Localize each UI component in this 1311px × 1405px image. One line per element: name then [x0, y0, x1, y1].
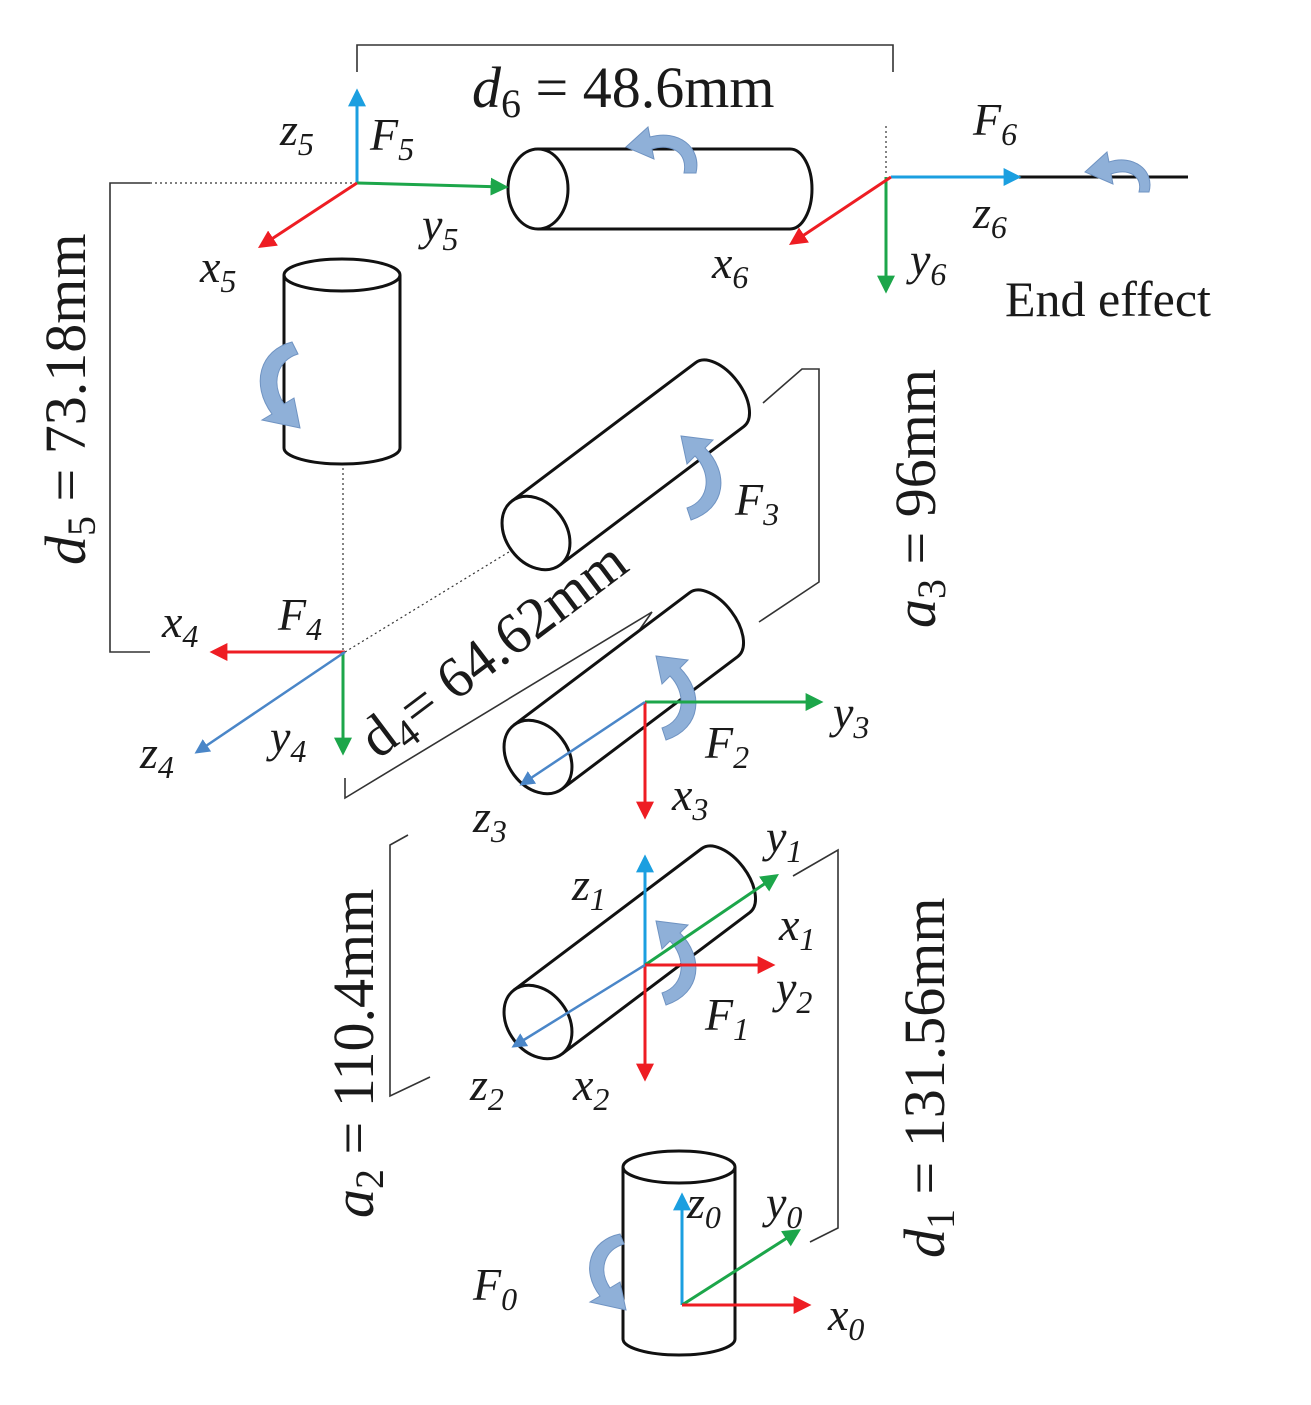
label-frame-f3: F3 — [734, 474, 779, 532]
rotation-arrow-joint-2 — [655, 655, 697, 741]
rotation-arrow-joint-3 — [680, 435, 722, 521]
cylinder-joint-5 — [282, 257, 402, 466]
label-x6: x6 — [711, 237, 748, 295]
label-frame-f2: F2 — [704, 717, 749, 775]
axis-z4-arrow — [194, 650, 346, 754]
label-x1: x1 — [778, 899, 815, 957]
label-x2: x2 — [572, 1059, 609, 1117]
label-x4: x4 — [161, 596, 198, 654]
label-y6: y6 — [906, 234, 946, 292]
label-z1: z1 — [571, 859, 606, 917]
rotation-arrow-base — [588, 1233, 627, 1311]
dimension-label-a3: a3 = 96mm — [883, 369, 954, 628]
dimension-labels: d6 = 48.6mm d5 = 73.18mm d4= 64.62mm a3 … — [33, 55, 963, 1258]
axis-y5-arrow — [356, 177, 509, 196]
cylinder-joint-6 — [506, 147, 814, 231]
dimension-brackets — [109, 44, 894, 1243]
axis-x5-arrow — [257, 181, 358, 248]
label-y2: y2 — [772, 962, 812, 1020]
axis-y0-arrow — [681, 1229, 802, 1307]
frame-labels: F5 F6 F4 F3 F2 F1 F0 — [277, 94, 1017, 1317]
cylinder-joint-3 — [500, 358, 751, 572]
label-x3: x3 — [671, 769, 708, 827]
rotation-arrows — [259, 126, 1151, 1311]
axis-x6-arrow — [789, 175, 892, 245]
label-z0: z0 — [686, 1177, 721, 1235]
axis-y1-arrow — [644, 873, 779, 967]
dimension-label-d6: d6 = 48.6mm — [472, 55, 774, 126]
coordinate-axes — [194, 88, 1022, 1314]
label-z3: z3 — [472, 791, 507, 849]
label-y1: y1 — [762, 811, 802, 869]
bracket-d5 — [109, 182, 150, 653]
label-z4: z4 — [139, 727, 174, 785]
bracket-a2 — [389, 834, 431, 1098]
axis-z3-arrow — [519, 700, 646, 786]
label-y5: y5 — [418, 199, 458, 257]
dimension-label-a2: a2 = 110.4mm — [321, 889, 392, 1218]
label-y0: y0 — [762, 1177, 802, 1235]
label-frame-f6: F6 — [972, 94, 1017, 152]
dimension-label-d5: d5 = 73.18mm — [33, 234, 104, 565]
construction-line-diagonal — [344, 532, 541, 653]
cylinder-base — [621, 1149, 737, 1357]
label-z6: z6 — [972, 187, 1007, 245]
rotation-arrow-joint-6 — [625, 126, 698, 174]
axis-labels: z5 y5 x5 z6 y6 x6 x4 y4 z4 y3 x3 z3 y1 z… — [139, 104, 1007, 1347]
bracket-a3 — [758, 368, 820, 623]
label-frame-f5: F5 — [369, 109, 414, 167]
label-frame-f0: F0 — [472, 1259, 517, 1317]
end-effector-label: End effect — [1005, 271, 1211, 327]
rotation-arrow-joint-1 — [655, 920, 697, 1006]
axis-z2-arrow — [511, 963, 646, 1048]
bracket-d6 — [356, 44, 894, 72]
rotation-arrow-joint-5 — [259, 341, 301, 429]
label-y3: y3 — [829, 687, 869, 745]
label-y4: y4 — [266, 711, 306, 769]
label-frame-f1: F1 — [704, 989, 749, 1047]
label-x5: x5 — [199, 241, 236, 299]
bracket-d4 — [344, 611, 653, 800]
bracket-d1 — [792, 848, 839, 1243]
label-x0: x0 — [827, 1289, 864, 1347]
label-z5: z5 — [279, 104, 314, 162]
rotation-arrow-end-effector — [1084, 151, 1151, 193]
dimension-label-d1: d1 = 131.56mm — [892, 898, 963, 1258]
label-frame-f4: F4 — [277, 589, 322, 647]
label-z2: z2 — [469, 1059, 504, 1117]
